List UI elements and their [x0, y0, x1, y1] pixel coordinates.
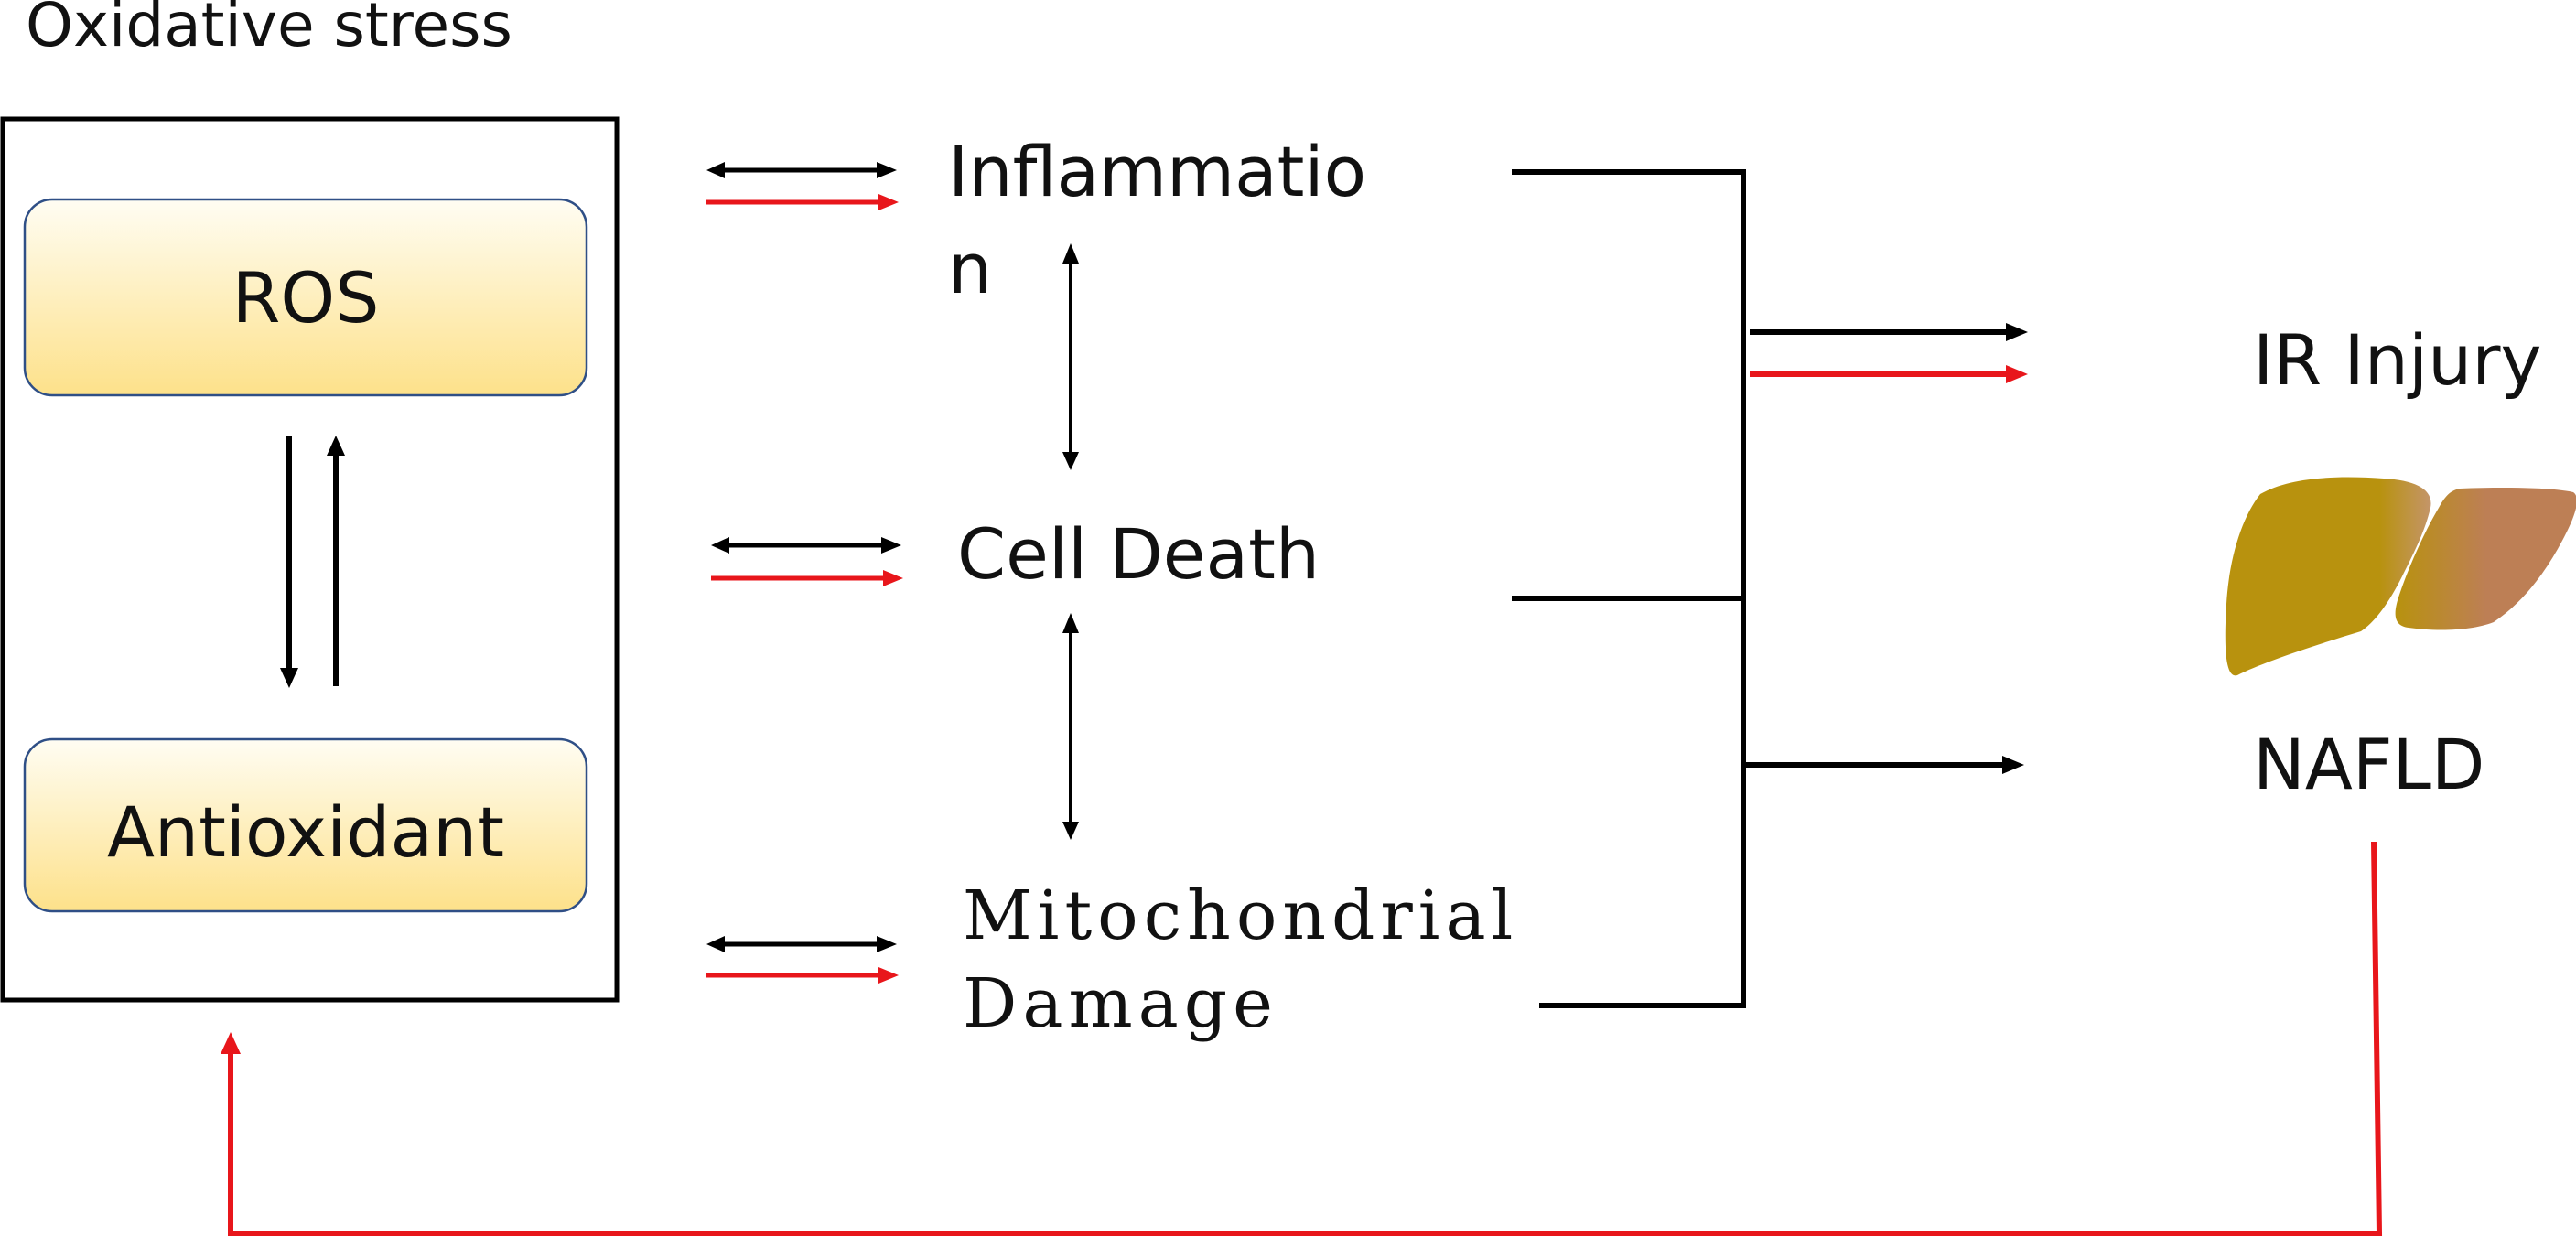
convergence-bracket	[1512, 169, 1746, 1008]
inflammation-arrows	[706, 162, 899, 210]
diagram-title: Oxidative stress	[26, 0, 512, 60]
inflammation-celldeath-arrow	[1062, 243, 1079, 470]
nafld-label: NAFLD	[2253, 724, 2484, 805]
ir-injury-arrows	[1750, 323, 2028, 383]
antioxidant-label: Antioxidant	[107, 791, 504, 873]
ir-injury-label: IR Injury	[2253, 319, 2541, 401]
feedback-loop-arrow	[221, 841, 2383, 1236]
ros-node: ROS	[23, 198, 588, 397]
cell-death-label: Cell Death	[957, 513, 1320, 595]
antioxidant-node: Antioxidant	[23, 737, 588, 913]
ros-label: ROS	[232, 257, 380, 339]
inflammation-label-line2: n	[948, 228, 992, 309]
liver-icon	[2225, 477, 2576, 676]
cell-death-arrows	[711, 537, 903, 586]
mitochondrial-label-line1: Mitochondrial	[963, 877, 1518, 955]
ros-antioxidant-arrows	[280, 436, 345, 688]
oxidative-stress-box	[0, 116, 620, 1003]
nafld-arrow	[1743, 756, 2024, 774]
celldeath-mitochondrial-arrow	[1062, 613, 1079, 840]
inflammation-label-line1: Inflammatio	[948, 131, 1366, 212]
mitochondrial-arrows	[706, 936, 899, 984]
mitochondrial-label-line2: Damage	[963, 964, 1278, 1043]
